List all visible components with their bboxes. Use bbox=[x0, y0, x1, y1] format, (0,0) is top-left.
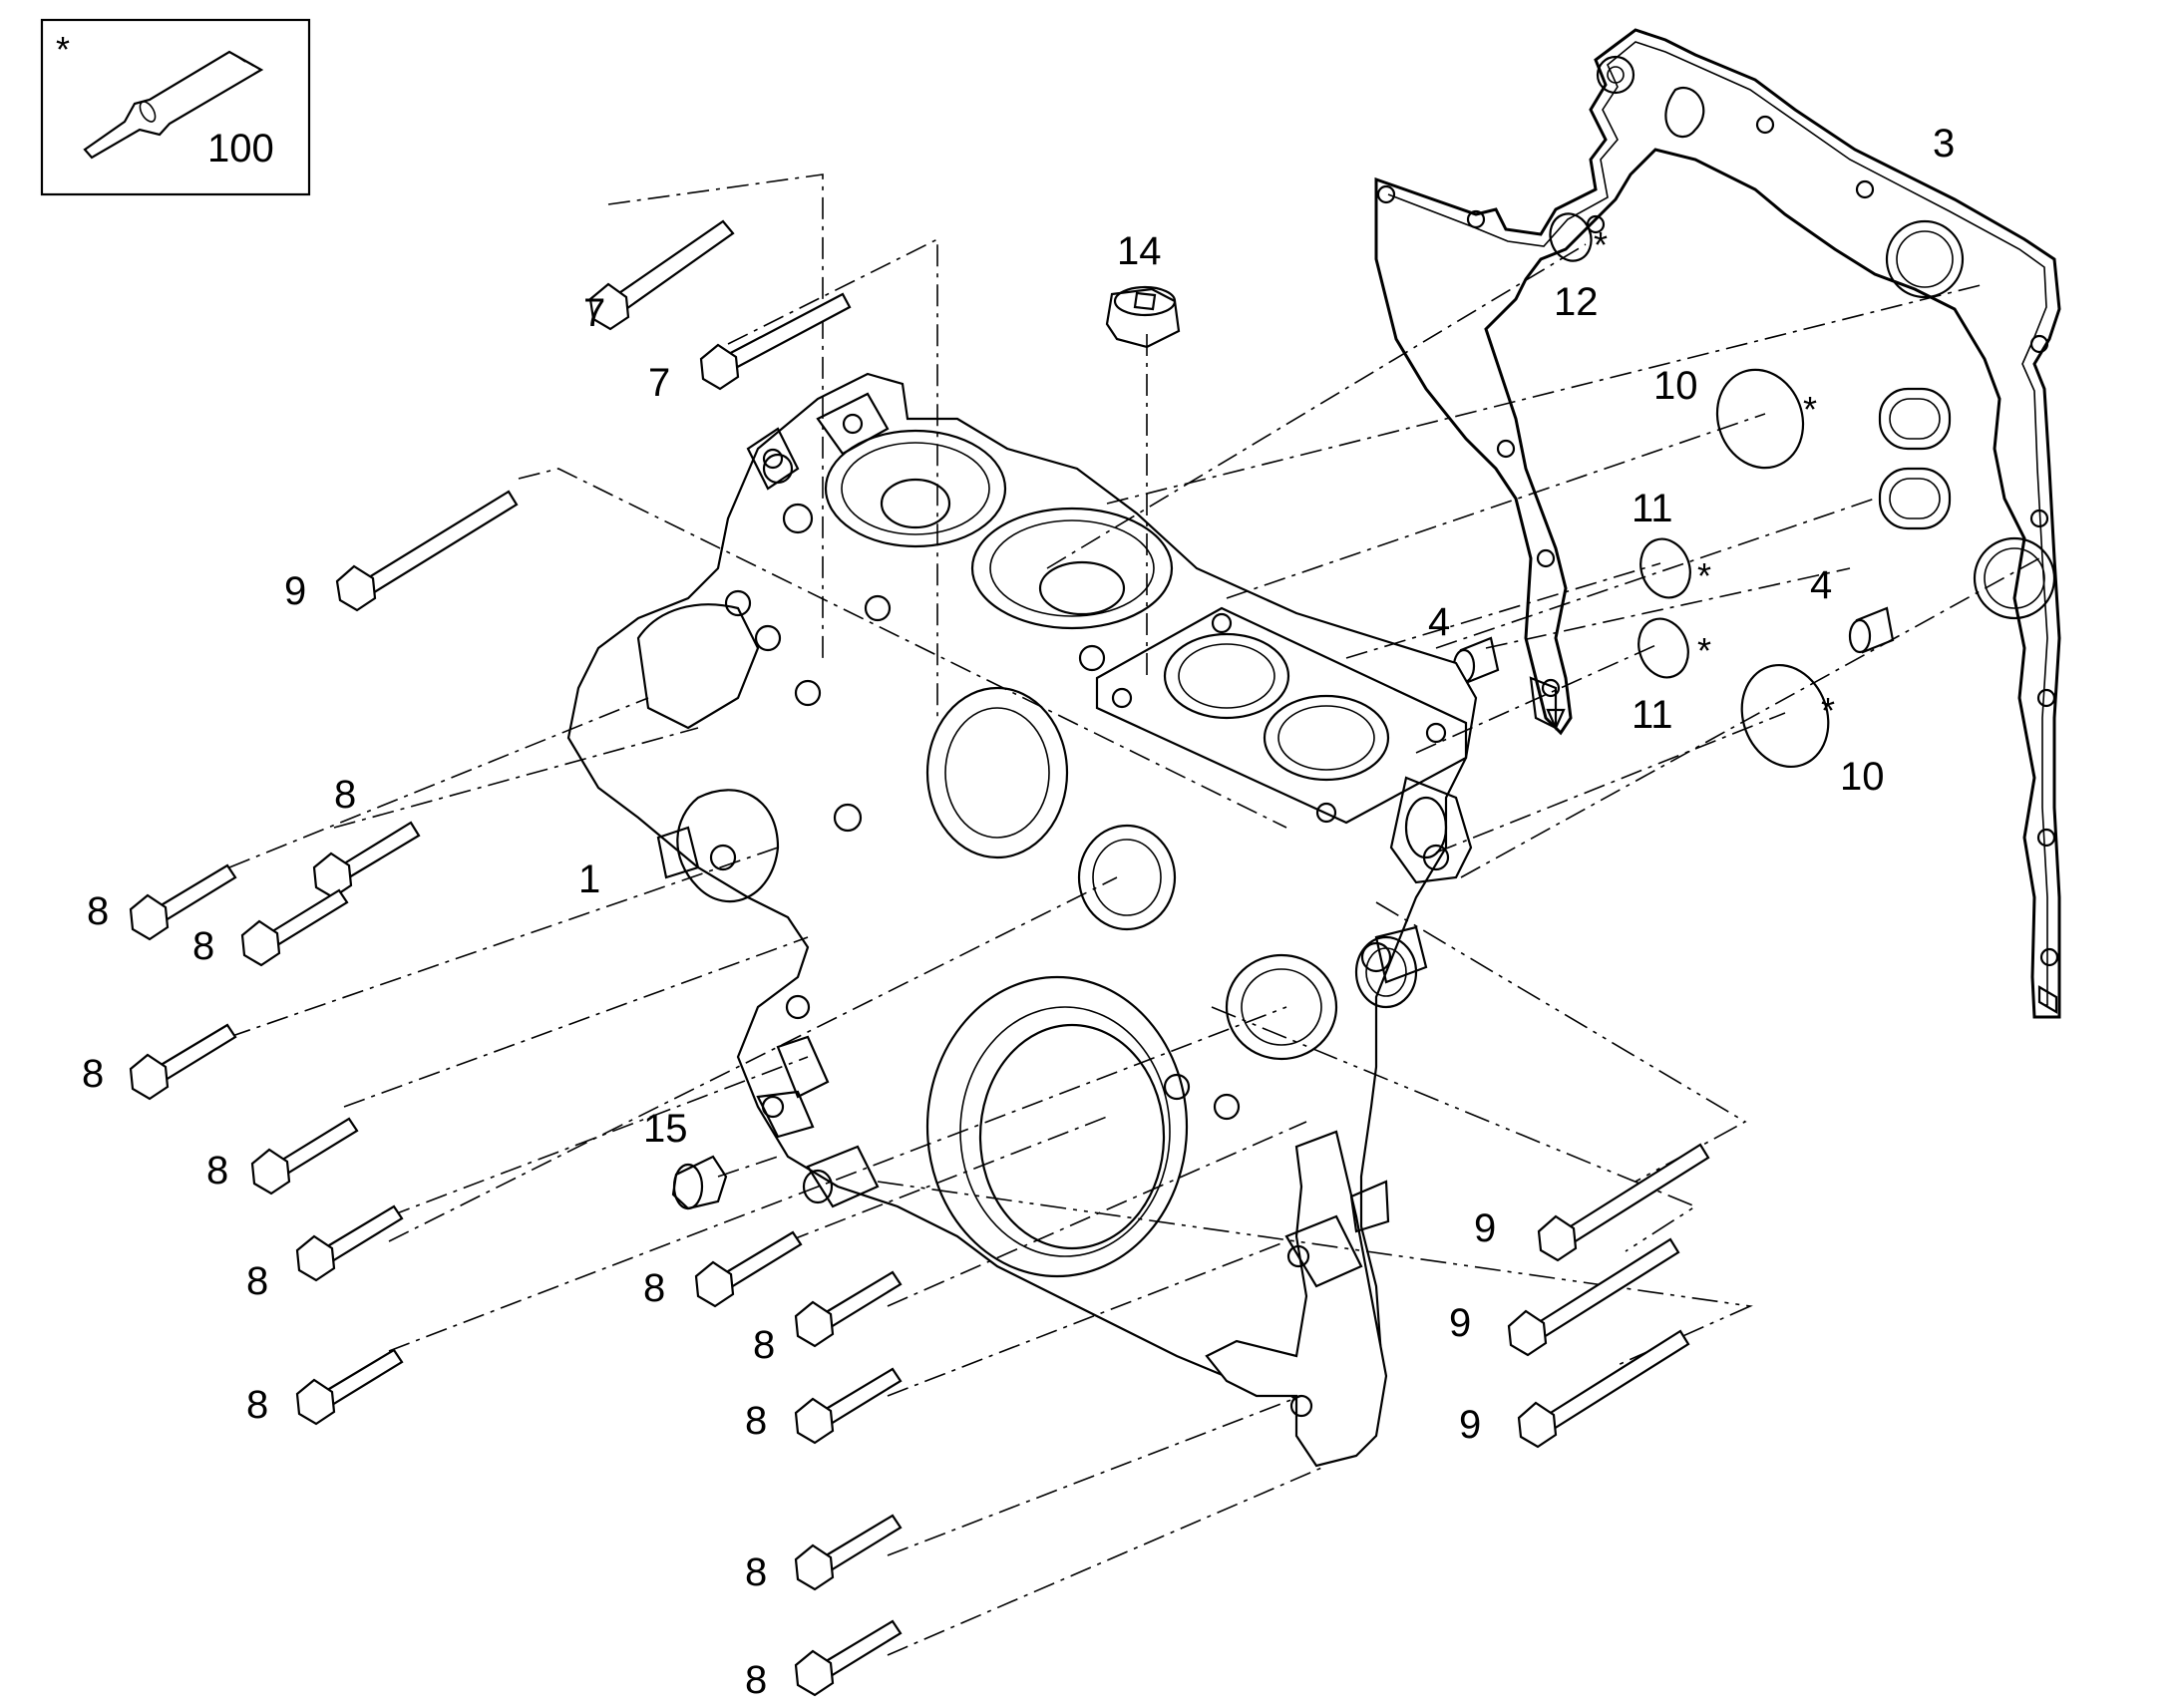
callout-9: 9 bbox=[284, 569, 306, 613]
callout-labels: 7 7 14 12 3 10 11 4 4 11 10 9 8 8 8 1 8 … bbox=[82, 122, 1955, 1702]
callout-3: 3 bbox=[1933, 122, 1955, 166]
bolt-8-j bbox=[794, 1367, 903, 1445]
callout-8: 8 bbox=[206, 1149, 228, 1193]
o-ring-11-upper bbox=[1639, 537, 1691, 599]
callout-8: 8 bbox=[334, 773, 356, 817]
callout-12: 12 bbox=[1554, 280, 1599, 324]
bolt-8-k bbox=[794, 1514, 903, 1591]
sealant-star: * bbox=[1821, 690, 1835, 731]
sealant-legend: * 100 bbox=[40, 18, 311, 196]
bolt-8-a bbox=[312, 821, 421, 899]
bolt-8-e bbox=[250, 1117, 359, 1196]
callout-1: 1 bbox=[578, 857, 600, 901]
sealant-star: * bbox=[1697, 630, 1711, 671]
assembly-centerlines bbox=[228, 173, 2040, 1656]
timing-cover-gasket bbox=[1374, 28, 2061, 1019]
callout-14: 14 bbox=[1117, 229, 1162, 273]
bolt-9-c bbox=[1517, 1329, 1690, 1449]
callout-8: 8 bbox=[745, 1550, 767, 1594]
legend-star: * bbox=[56, 29, 70, 70]
callout-8: 8 bbox=[246, 1259, 268, 1303]
bolt-7-lower bbox=[699, 292, 852, 391]
bolt-8-d bbox=[129, 1023, 237, 1101]
bolt-8-b bbox=[129, 863, 237, 941]
legend-part-number: 100 bbox=[207, 127, 274, 171]
bolt-7-upper bbox=[588, 219, 735, 331]
o-ring-10-upper bbox=[1715, 368, 1805, 470]
sealant-markers: * * * * * bbox=[1594, 224, 1835, 731]
bolt-8-h bbox=[694, 1230, 803, 1308]
timing-cover-housing bbox=[566, 372, 1478, 1468]
bolt-8-c bbox=[240, 888, 349, 967]
bolt-8-g bbox=[295, 1348, 404, 1426]
callout-11: 11 bbox=[1632, 693, 1673, 737]
bolt-9-a bbox=[1537, 1143, 1710, 1262]
callout-8: 8 bbox=[246, 1383, 268, 1427]
callout-8: 8 bbox=[87, 889, 109, 933]
bolt-9-left bbox=[335, 490, 519, 612]
plug-14 bbox=[1105, 285, 1181, 349]
callout-9: 9 bbox=[1459, 1403, 1481, 1447]
callout-8: 8 bbox=[745, 1399, 767, 1443]
bolt-8-l bbox=[794, 1619, 903, 1697]
bolt-9-b bbox=[1507, 1237, 1680, 1357]
o-ring-11-lower bbox=[1637, 617, 1689, 679]
callout-10: 10 bbox=[1653, 364, 1698, 408]
sealant-star: * bbox=[1697, 555, 1711, 596]
callout-4: 4 bbox=[1428, 600, 1450, 644]
callout-11: 11 bbox=[1632, 487, 1673, 530]
callout-7: 7 bbox=[648, 361, 670, 405]
sealant-tube-icon bbox=[83, 50, 264, 160]
o-ring-12 bbox=[1549, 212, 1593, 262]
callout-4: 4 bbox=[1810, 563, 1832, 607]
callout-10: 10 bbox=[1840, 755, 1885, 799]
sealant-star: * bbox=[1803, 389, 1817, 430]
dowel-sleeve-right bbox=[1848, 606, 1895, 654]
callout-9: 9 bbox=[1449, 1301, 1471, 1345]
callout-8: 8 bbox=[82, 1052, 104, 1096]
callout-8: 8 bbox=[745, 1658, 767, 1702]
callout-8: 8 bbox=[753, 1323, 775, 1367]
sealant-star: * bbox=[1594, 224, 1608, 265]
callout-7: 7 bbox=[583, 291, 605, 335]
plug-15 bbox=[671, 1155, 728, 1210]
callout-8: 8 bbox=[192, 924, 214, 968]
bolt-8-f bbox=[295, 1204, 404, 1282]
callout-8: 8 bbox=[643, 1266, 665, 1310]
o-ring-10-lower bbox=[1740, 663, 1830, 769]
callout-15: 15 bbox=[643, 1107, 688, 1151]
callout-9: 9 bbox=[1474, 1206, 1496, 1250]
bolt-8-i bbox=[794, 1270, 903, 1348]
